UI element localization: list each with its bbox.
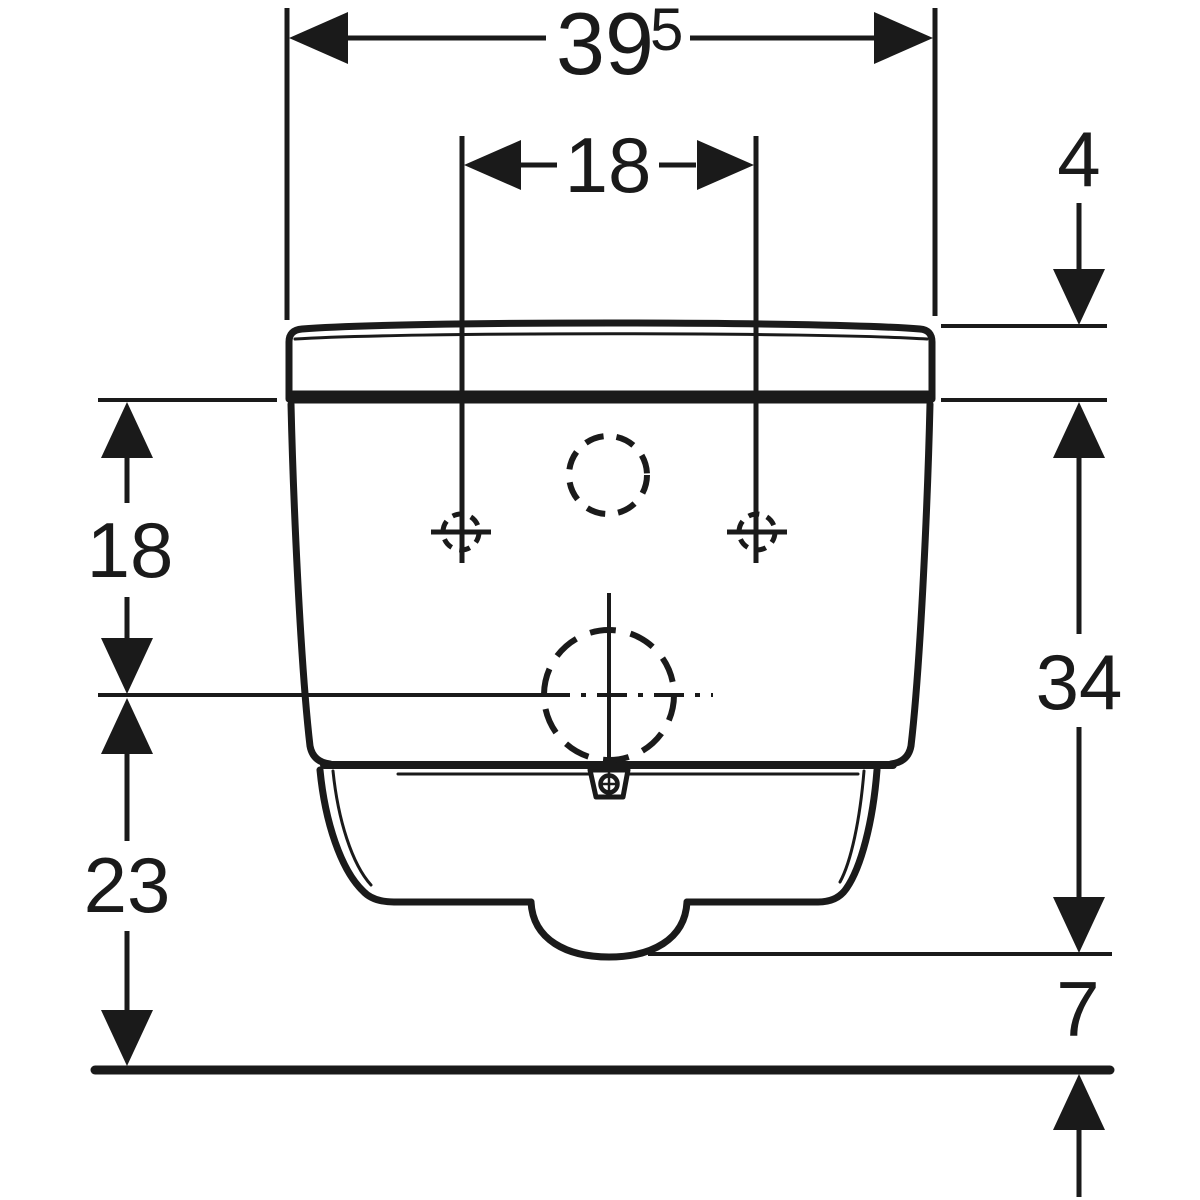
- dim-width-arrow-right: [874, 12, 933, 64]
- outlet-arc: [527, 898, 691, 961]
- dim-lower-arrow-down: [101, 1010, 153, 1066]
- dim-hole-spacing: 18: [459, 121, 759, 563]
- supply-connection-circle: [566, 433, 650, 517]
- body-right-edge: [887, 400, 934, 768]
- dim-lid-height: 4: [941, 115, 1107, 402]
- skirt-left-edge: [316, 766, 535, 906]
- dim-body-arrow-down: [1053, 897, 1105, 953]
- dim-body-arrow-up: [1053, 402, 1105, 458]
- dim-upper-height-left: 18: [87, 398, 713, 697]
- dim-floor-clearance-label: 7: [1056, 965, 1099, 1053]
- toilet-outline: [285, 319, 936, 961]
- dim-upper-height-label: 18: [87, 506, 174, 594]
- seat-fixing-crosshair: [599, 770, 619, 797]
- dim-holes-arrow-right: [697, 140, 754, 190]
- dim-width-arrow-left: [289, 12, 348, 64]
- dim-holes-arrow-left: [464, 140, 521, 190]
- dim-lower-height-label: 23: [84, 841, 171, 929]
- dim-floor-arrow-up: [1053, 1074, 1105, 1130]
- dim-floor-clearance: 7: [1053, 965, 1105, 1197]
- dim-lower-arrow-up: [101, 698, 153, 754]
- dim-body-height-label: 34: [1036, 638, 1123, 726]
- dim-hole-spacing-label: 18: [565, 121, 652, 209]
- skirt-right-inner-line: [838, 769, 866, 884]
- dim-lower-height-left: 23: [84, 698, 171, 1066]
- lid-seam-line: [293, 332, 929, 341]
- cistern-lid: [285, 319, 936, 404]
- dim-upper-arrow-down: [101, 638, 153, 694]
- lid-outline: [285, 319, 936, 403]
- skirt-left-inner-line: [331, 769, 373, 887]
- skirt-right-edge: [683, 766, 881, 906]
- bowl-skirt: [316, 766, 881, 961]
- body-left-edge: [287, 400, 334, 768]
- dim-upper-arrow-up: [101, 402, 153, 458]
- dim-lid-arrow-down: [1053, 269, 1105, 325]
- dim-width-total-label: 39 5: [556, 0, 683, 93]
- dim-width-total: 39 5: [284, 0, 938, 320]
- seat-fixing-detail: [587, 767, 631, 800]
- dim-body-height: 34: [648, 402, 1123, 956]
- dim-lid-height-label: 4: [1057, 115, 1100, 203]
